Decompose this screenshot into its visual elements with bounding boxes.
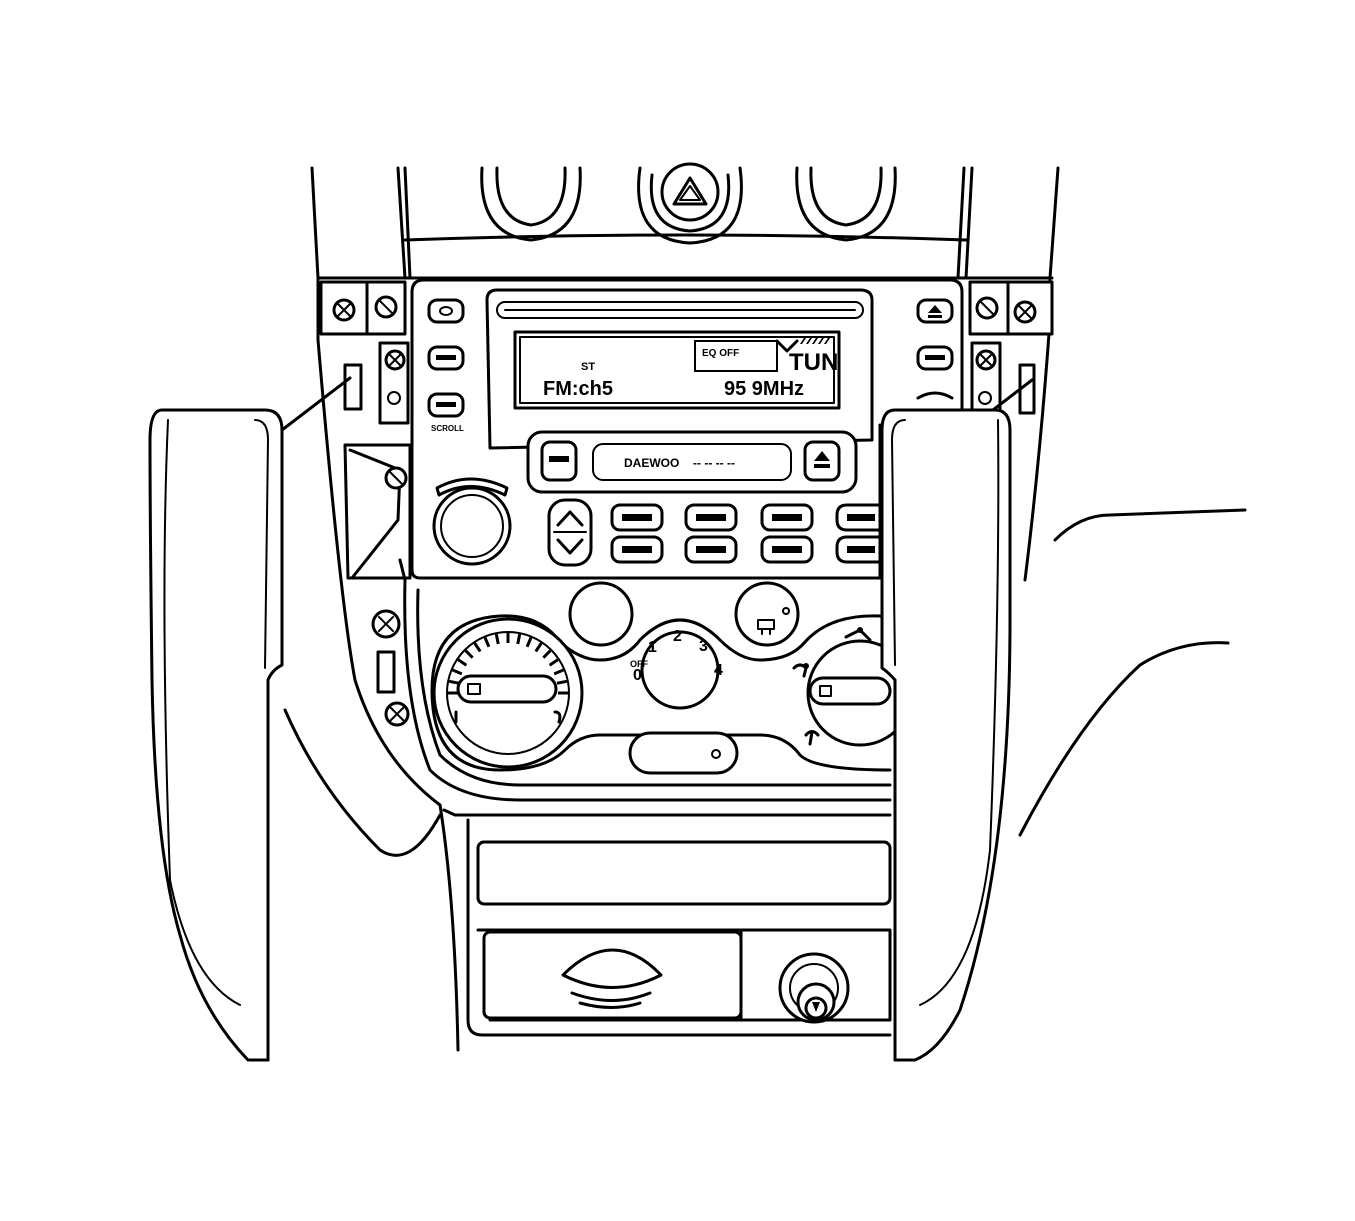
temperature-indicator bbox=[456, 674, 558, 704]
preset-buttons bbox=[610, 503, 882, 564]
signal-bars-icon bbox=[800, 338, 830, 344]
floor-mode-icon bbox=[804, 730, 820, 746]
lower-console bbox=[438, 803, 892, 1052]
leader-line-left bbox=[280, 376, 352, 432]
temperature-tick bbox=[525, 636, 533, 648]
right-side-trim-panel bbox=[880, 378, 1034, 1062]
left-side-trim-panel bbox=[148, 376, 352, 1062]
left-vent-knob bbox=[480, 166, 582, 242]
temperature-tick bbox=[464, 649, 474, 659]
temperature-ticks bbox=[448, 633, 568, 695]
storage-slot bbox=[476, 840, 892, 906]
temperature-tick bbox=[473, 642, 482, 653]
fan-speed-dial[interactable] bbox=[640, 630, 720, 710]
fan-speed-4: 4 bbox=[714, 662, 723, 679]
left-bezel bbox=[316, 276, 442, 807]
upper-dash-area bbox=[310, 162, 1060, 280]
brand-label: DAEWOO bbox=[624, 456, 679, 470]
recirculation-button[interactable] bbox=[734, 581, 800, 647]
radio-unit: ST EQ OFF TUN FM:ch5 95 9MHz SCROLL DAEW… bbox=[410, 278, 964, 580]
ac-button[interactable] bbox=[568, 581, 634, 647]
volume-knob[interactable] bbox=[432, 486, 512, 566]
brand-dashes: -- -- -- -- bbox=[693, 456, 735, 470]
temperature-tick bbox=[553, 668, 565, 676]
temperature-tick bbox=[548, 658, 559, 667]
leader-line-right bbox=[991, 378, 1034, 412]
tape-door bbox=[592, 443, 792, 481]
fan-off-label: OFF bbox=[630, 659, 648, 669]
display-band: FM:ch5 bbox=[543, 378, 613, 400]
hazard-button bbox=[637, 166, 743, 245]
display-eq: EQ OFF bbox=[702, 348, 739, 359]
temperature-tick bbox=[542, 649, 552, 659]
hvac-panel: OFF 0 1 2 3 4 bbox=[403, 578, 914, 802]
temperature-tick bbox=[534, 642, 543, 653]
display-st: ST bbox=[581, 361, 595, 373]
fan-speed-2: 2 bbox=[673, 628, 682, 645]
temperature-tick bbox=[494, 633, 500, 645]
temperature-tick bbox=[483, 636, 491, 648]
hazard-triangle-icon bbox=[672, 176, 708, 206]
right-vent-knob bbox=[795, 166, 897, 242]
temperature-tick bbox=[556, 679, 568, 685]
scroll-label: SCROLL bbox=[431, 424, 464, 433]
recirculation-icon bbox=[757, 619, 775, 630]
center-handle[interactable] bbox=[628, 731, 739, 775]
tray-handle[interactable] bbox=[561, 948, 663, 989]
eq-box bbox=[694, 340, 778, 372]
power-button[interactable] bbox=[427, 298, 465, 324]
temperature-tick bbox=[457, 658, 468, 667]
display-freq: 95 9MHz bbox=[724, 378, 804, 400]
temperature-tick bbox=[516, 633, 522, 645]
dashboard-outline bbox=[283, 508, 1247, 857]
temperature-tick bbox=[451, 668, 463, 676]
fan-speed-1: 1 bbox=[648, 639, 657, 656]
right-bezel bbox=[956, 276, 1054, 582]
display-mode: TUN bbox=[789, 349, 838, 376]
temperature-tick bbox=[448, 679, 460, 685]
fan-speed-0: 0 bbox=[633, 667, 642, 684]
fan-speed-3: 3 bbox=[699, 638, 708, 655]
seek-up-icon bbox=[556, 510, 584, 527]
seek-down-icon bbox=[556, 538, 584, 555]
